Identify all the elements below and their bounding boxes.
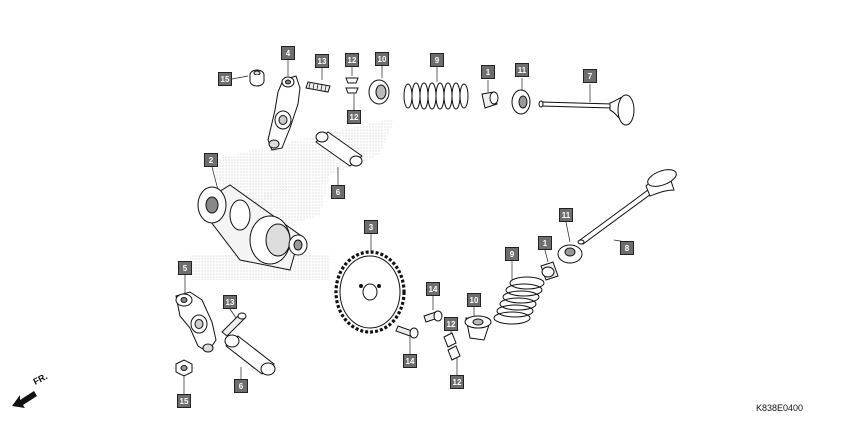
valve-cotter-part-12-top — [345, 77, 359, 94]
callout-14-lower: 14 — [403, 354, 417, 368]
spring-retainer-part-10-top — [368, 79, 390, 105]
callout-13-top: 13 — [315, 54, 329, 68]
callout-10-lower: 10 — [467, 293, 481, 307]
valve-spring-part-9-lower — [493, 276, 545, 325]
callout-6-lower: 6 — [234, 379, 248, 393]
callout-1-top: 1 — [481, 65, 495, 79]
rocker-arm-part-4 — [267, 75, 301, 151]
valve-cotter-part-12-lower — [443, 332, 461, 361]
cam-sprocket-part-3 — [334, 250, 406, 334]
valve-spring-part-9-top — [403, 82, 469, 110]
callout-15-top: 15 — [218, 72, 232, 86]
callout-3: 3 — [364, 220, 378, 234]
drawing-code: K838E0400 — [756, 403, 804, 413]
callout-1-lower: 1 — [538, 236, 552, 250]
rocker-shaft-part-6-lower — [224, 334, 276, 376]
rocker-shaft-part-6-top — [315, 131, 363, 167]
valve-part-7 — [538, 94, 635, 126]
callout-7: 7 — [583, 69, 597, 83]
callout-13-lower: 13 — [223, 295, 237, 309]
lock-nut-part-15 — [175, 359, 193, 377]
callout-11-lower: 11 — [559, 208, 573, 222]
rocker-arm-part-5 — [175, 291, 217, 353]
callout-9-top: 9 — [430, 53, 444, 67]
adjusting-screw-part-13-lower — [221, 312, 247, 337]
spring-retainer-part-10-lower — [464, 315, 492, 341]
valve-part-8 — [577, 169, 677, 245]
bolt-part-14-upper — [423, 310, 443, 323]
callout-12-top-b: 12 — [347, 110, 361, 124]
callout-11-top: 11 — [515, 63, 529, 77]
callout-8: 8 — [620, 241, 634, 255]
adjusting-screw-part-13 — [305, 81, 331, 93]
callout-14-upper: 14 — [426, 282, 440, 296]
callout-2: 2 — [204, 153, 218, 167]
front-direction-arrow-icon — [12, 391, 37, 408]
stem-seal-part-1-top — [481, 91, 499, 109]
callout-10-top: 10 — [375, 52, 389, 66]
callout-4: 4 — [281, 46, 295, 60]
callout-15-lower: 15 — [177, 394, 191, 408]
collar-part-15 — [249, 69, 265, 87]
callout-6-top: 6 — [331, 185, 345, 199]
spring-seat-part-11-lower — [557, 244, 583, 264]
bolt-part-14-lower — [395, 325, 419, 339]
spring-seat-part-11-top — [511, 89, 531, 115]
camshaft-part-2 — [197, 184, 308, 271]
callout-9-lower: 9 — [505, 247, 519, 261]
callout-12-lower-a: 12 — [444, 317, 458, 331]
callout-5: 5 — [178, 261, 192, 275]
callout-12-lower-b: 12 — [450, 375, 464, 389]
stem-seal-part-1-lower — [540, 261, 559, 281]
callout-12-top-a: 12 — [345, 53, 359, 67]
